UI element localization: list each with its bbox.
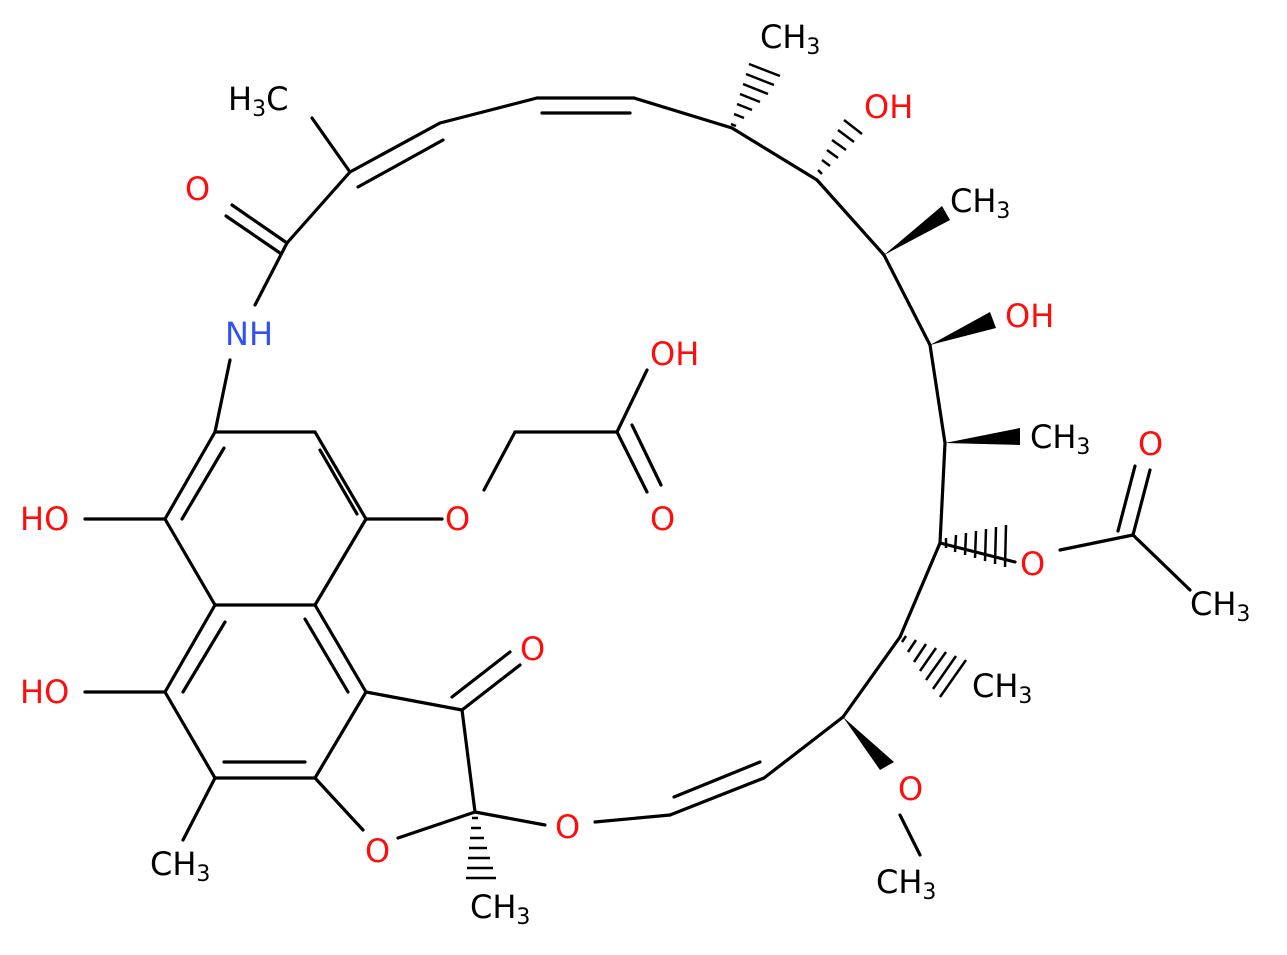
label-o-methoxy: O	[898, 770, 923, 808]
label-ch3-top: CH3	[760, 18, 820, 60]
bonds	[83, 96, 1192, 857]
stereo-bonds	[466, 62, 1020, 880]
label-oh-top-right: OH	[864, 88, 913, 126]
label-ch3-aromatic: CH3	[150, 845, 210, 887]
label-o-ketal: O	[555, 808, 580, 846]
label-ho-left-top: HO	[20, 500, 69, 538]
label-oh-mid-right: OH	[1005, 297, 1054, 335]
label-ch3-bottom: CH3	[470, 888, 530, 930]
label-nh: NH	[225, 315, 273, 353]
label-o-acetate-carbonyl: O	[1138, 425, 1163, 463]
label-o-acetate: O	[1020, 545, 1045, 583]
label-ho-left-bottom: HO	[20, 673, 69, 711]
label-oh-acid: OH	[650, 335, 699, 373]
label-o-furan: O	[365, 832, 390, 870]
label-ch3-methoxy: CH3	[876, 863, 936, 905]
label-o-ether: O	[445, 500, 470, 538]
label-ch3-r3: CH3	[972, 667, 1032, 709]
label-h3c-top: H3C	[228, 80, 288, 122]
label-o-ketone: O	[520, 630, 545, 668]
label-ch3-r2: CH3	[1030, 418, 1090, 460]
label-ch3-acetate: CH3	[1190, 585, 1250, 627]
label-o-amide: O	[185, 170, 210, 208]
label-ch3-r1: CH3	[950, 182, 1010, 224]
label-o-acid-carbonyl: O	[650, 500, 675, 538]
atom-labels: H3C CH3 OH CH3 OH CH3 O O CH3 CH3 O CH3 …	[20, 18, 1250, 930]
